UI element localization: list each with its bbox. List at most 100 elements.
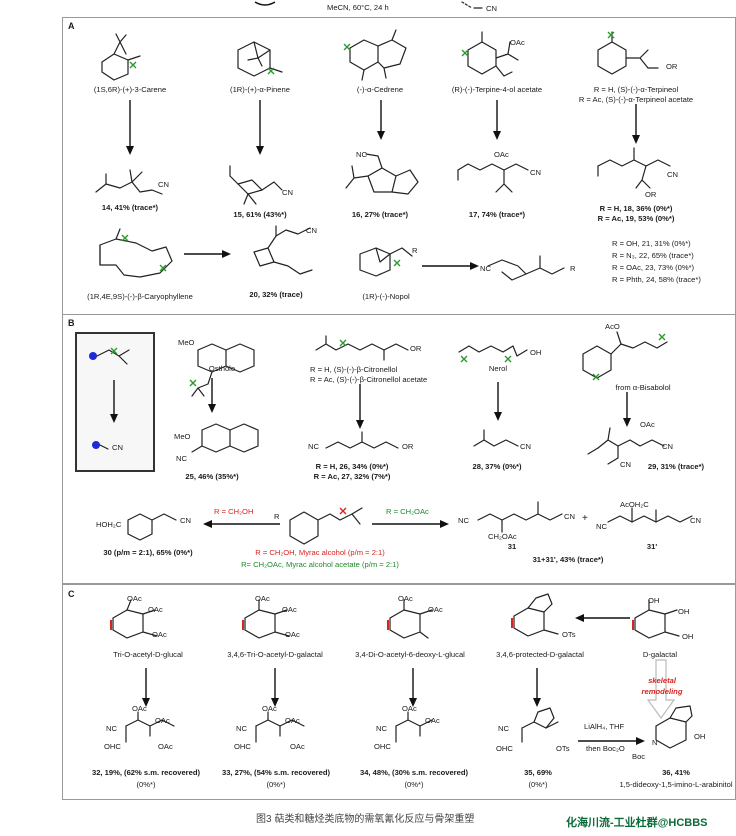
bisabolol-oac: AcO bbox=[605, 322, 620, 331]
product-32-zero: (0%*) bbox=[136, 780, 156, 789]
plus-sign: + bbox=[582, 513, 588, 524]
product-32-structure bbox=[125, 711, 175, 743]
p35-ots: OTs bbox=[556, 744, 570, 753]
myrac-r: R bbox=[274, 512, 280, 521]
osthole-name: Osthole bbox=[208, 364, 236, 373]
p32-oac-1: OAc bbox=[132, 704, 147, 713]
caryophyllene-name: (1R,4E,9S)-(-)-β-Caryophyllene bbox=[87, 292, 193, 301]
product-36-label: 36, 41% bbox=[662, 768, 690, 777]
product-28-cn: CN bbox=[520, 442, 531, 451]
galactal-oh-2: OH bbox=[678, 607, 690, 616]
product-34-structure bbox=[395, 711, 433, 743]
osthole-ome: MeO bbox=[178, 338, 195, 347]
product-19-label: R = Ac, 19, 53% (0%*) bbox=[597, 214, 675, 223]
p35-nc: NC bbox=[498, 724, 509, 733]
arrow-cedrene bbox=[377, 100, 385, 140]
product-25-nc: NC bbox=[176, 454, 187, 463]
product-14-cn: CN bbox=[158, 180, 169, 189]
arrow-nerol bbox=[494, 382, 502, 421]
osthole-structure bbox=[189, 343, 255, 397]
legend-arrow bbox=[110, 380, 118, 423]
rlist-24: R = Phth, 24, 58% (trace*) bbox=[612, 275, 701, 284]
product-20-structure bbox=[253, 225, 313, 275]
product-31b-nc: NC bbox=[596, 522, 607, 531]
product-18-cn: CN bbox=[667, 170, 678, 179]
galactal-oh-3: OH bbox=[682, 632, 694, 641]
rlist-22: R = N₃, 22, 65% (trace*) bbox=[612, 251, 694, 260]
reagent-lialh4: LiAlH₄, THF bbox=[584, 722, 625, 731]
product-17-structure bbox=[457, 163, 529, 193]
terpinenol-structure bbox=[461, 31, 519, 77]
citronellol-structure bbox=[315, 335, 409, 361]
galactal-ac-oac-1: OAc bbox=[255, 594, 270, 603]
header-arrow bbox=[254, 1, 276, 6]
product-21-r: R bbox=[570, 264, 576, 273]
arrow-nopol bbox=[422, 262, 479, 270]
hollow-arrow-remodeling bbox=[646, 659, 676, 720]
citronellol-name-1: R = H, (S)-(-)-β-Citronellol bbox=[310, 365, 398, 374]
product-27-label: R = Ac, 27, 32% (7%*) bbox=[313, 472, 391, 481]
product-35-structure bbox=[521, 707, 559, 743]
conditions-text: MeCN, 60°C, 24 h bbox=[327, 3, 389, 12]
galactal-structure bbox=[632, 599, 680, 639]
product-16-label: 16, 27% (trace*) bbox=[351, 210, 409, 219]
product-31-label: 31 bbox=[507, 542, 517, 551]
bisabolol-name: from α-Bisabolol bbox=[615, 383, 671, 392]
deoxyglucal-oac-2: OAc bbox=[428, 605, 443, 614]
terpineol-name-2: R = Ac, (S)-(-)-α-Terpineol acetate bbox=[578, 95, 694, 104]
arrow-bisabolol bbox=[623, 392, 631, 427]
galactal-ac-name: 3,4,6-Tri-O-acetyl-D-galactal bbox=[227, 650, 323, 659]
terpineol-or: OR bbox=[666, 62, 678, 71]
figure-caption: 图3 萜类和糖烃类底物的需氧氰化反应与骨架重塑 bbox=[256, 814, 475, 825]
terpineol-name-1: R = H, (S)-(-)-α-Terpineol bbox=[593, 85, 679, 94]
glucal-oac-2: OAc bbox=[148, 605, 163, 614]
product-20-label: 20, 32% (trace) bbox=[249, 290, 303, 299]
product-30-cn: CN bbox=[180, 516, 191, 525]
product-31-yield: 31+31', 43% (trace*) bbox=[532, 555, 604, 564]
p34-oac-1: OAc bbox=[402, 704, 417, 713]
product-15-structure bbox=[229, 165, 283, 205]
product-34-label: 34, 48%, (30% s.m. recovered) bbox=[359, 768, 469, 777]
galactal-oh-1: OH bbox=[648, 596, 660, 605]
product-34-zero: (0%*) bbox=[404, 780, 424, 789]
p32-oac-3: OAc bbox=[158, 742, 173, 751]
myrac-left-reagent: R = CH₂OH bbox=[214, 507, 254, 516]
bisabolol-structure bbox=[582, 331, 668, 381]
product-14-label: 14, 41% (trace*) bbox=[101, 203, 159, 212]
product-33-zero: (0%*) bbox=[266, 780, 286, 789]
myrac-right-reagent: R = CH₂OAc bbox=[386, 507, 429, 516]
pinene-structure bbox=[237, 41, 283, 77]
p33-oac-3: OAc bbox=[290, 742, 305, 751]
product-17-oac: OAc bbox=[494, 150, 509, 159]
legend-box bbox=[75, 332, 155, 472]
product-20-cn: CN bbox=[306, 226, 317, 235]
header-product: CN bbox=[486, 4, 497, 13]
p35-ohc: OHC bbox=[496, 744, 513, 753]
header-nitrile-frag bbox=[461, 1, 483, 9]
glucal-structure bbox=[110, 599, 158, 639]
product-25-structure bbox=[191, 423, 259, 453]
arrow-carene bbox=[126, 100, 134, 155]
product-32-label: 32, 19%, (62% s.m. recovered) bbox=[91, 768, 201, 777]
product-29-cn2: CN bbox=[620, 460, 631, 469]
p33-nc: NC bbox=[236, 724, 247, 733]
product-28-structure bbox=[473, 429, 519, 447]
protected-galactal-name: 3,4,6-protected-D-galactal bbox=[496, 650, 584, 659]
arrow-terpinenol bbox=[493, 100, 501, 140]
product-31-cn: CN bbox=[564, 512, 575, 521]
p36-oh: OH bbox=[694, 732, 706, 741]
glucal-oac-1: OAc bbox=[127, 594, 142, 603]
product-31b-acoh2c: AcOH₂C bbox=[620, 500, 649, 509]
product-25-ome: MeO bbox=[174, 432, 191, 441]
arrow-osthole bbox=[208, 378, 216, 413]
deoxyglucal-structure bbox=[387, 599, 433, 639]
product-26-structure bbox=[325, 431, 399, 449]
product-16-structure bbox=[345, 153, 419, 195]
product-29-oac: OAc bbox=[640, 420, 655, 429]
product-18-or: OR bbox=[645, 190, 657, 199]
product-17-cn: CN bbox=[530, 168, 541, 177]
myrac-label-2: R= CH₂OAc, Myrac alcohol acetate (p/m = … bbox=[241, 560, 399, 569]
p36-n: N bbox=[652, 738, 658, 747]
myrac-label-1: R = CH₂OH, Myrac alcohol (p/m = 2:1) bbox=[255, 548, 385, 557]
citronellol-or: OR bbox=[410, 344, 422, 353]
